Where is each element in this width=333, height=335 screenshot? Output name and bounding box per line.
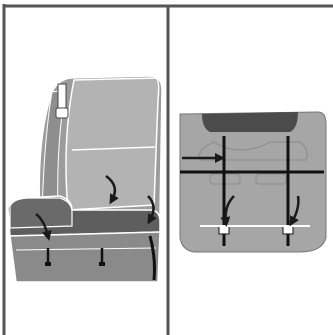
seat-cover [179,111,327,253]
curved-arrow-icon [35,174,157,241]
buckle-icon [55,83,69,119]
panel-frame [2,4,333,335]
seat-back-face [65,77,160,211]
curved-arrow-icon [220,195,300,227]
seat-base [9,231,161,283]
right-panel-seat-cover [179,111,327,253]
left-panel-seat [7,75,163,283]
headrest-pocket [202,112,298,132]
